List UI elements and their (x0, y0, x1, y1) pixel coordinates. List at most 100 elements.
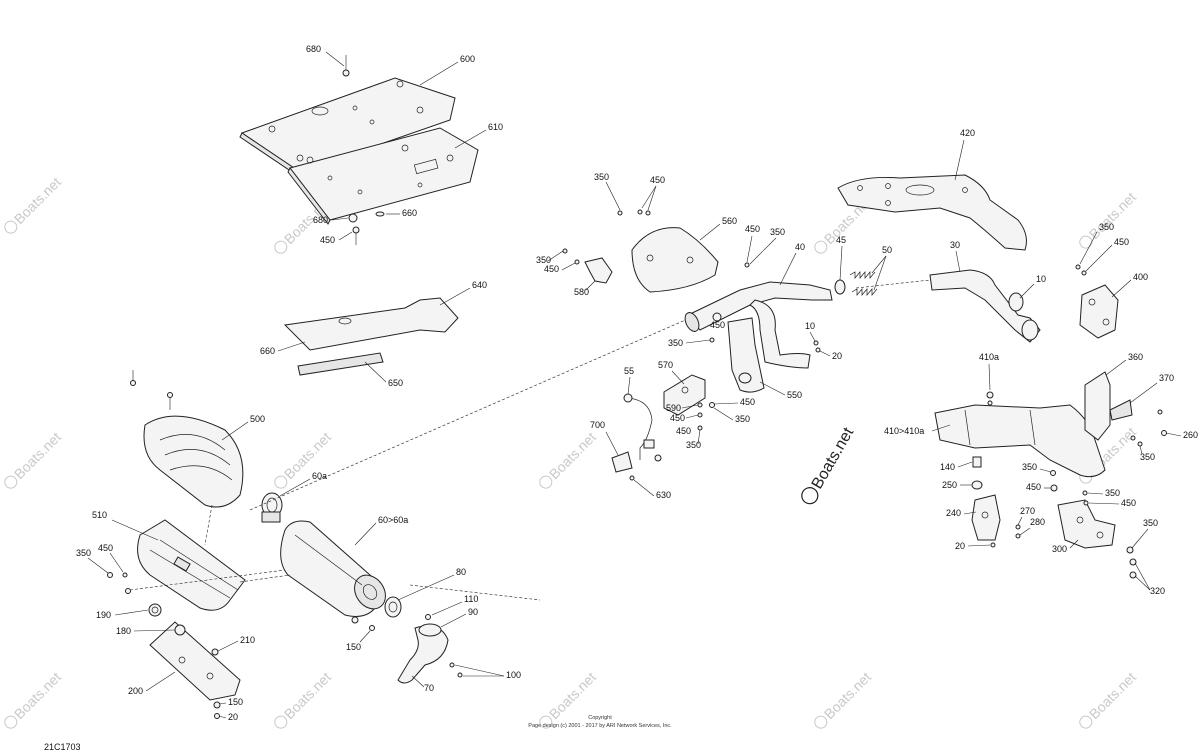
center-watermark: Boats.net (809, 424, 858, 492)
callout-680: 680 (306, 44, 321, 54)
bracket-200 (107, 572, 241, 719)
head-pipe-40 (684, 279, 846, 369)
callout-100: 100 (506, 670, 521, 680)
callout-410-410a: 410>410a (884, 426, 924, 436)
plate-fasteners (342, 55, 385, 245)
callout-140: 140 (940, 462, 955, 472)
muffler-shield-510 (137, 519, 246, 611)
callout-250: 250 (942, 480, 957, 490)
callout-350-u: 350 (1105, 488, 1120, 498)
diagram-code: 21C1703 (44, 742, 81, 752)
callout-400: 400 (1133, 272, 1148, 282)
heat-shield-410 (934, 391, 1106, 478)
callout-300: 300 (1052, 544, 1067, 554)
watermark-text: Boats.net (546, 429, 599, 482)
copyright-line1: Copyright (588, 715, 612, 721)
muffler-60 (280, 520, 402, 631)
watermark-text: Boats.net (281, 669, 334, 722)
callout-10-r: 10 (1036, 274, 1046, 284)
assembly-lines (129, 279, 931, 601)
callout-200: 200 (128, 686, 143, 696)
callout-350-t: 350 (1022, 462, 1037, 472)
callout-320: 320 (1150, 586, 1165, 596)
callout-560: 560 (722, 216, 737, 226)
callout-420: 420 (960, 128, 975, 138)
bracket-580 (562, 248, 613, 284)
callout-610: 610 (488, 122, 503, 132)
callout-30: 30 (950, 240, 960, 250)
callout-630: 630 (656, 490, 671, 500)
watermark-text: Boats.net (11, 174, 64, 227)
callout-450-a: 450 (650, 175, 665, 185)
callout-55: 55 (624, 366, 634, 376)
callout-450-h: 450 (740, 397, 755, 407)
callout-350-v: 350 (1143, 518, 1158, 528)
callout-450-d: 450 (544, 264, 559, 274)
callout-450-l: 450 (98, 543, 113, 553)
callout-590: 590 (666, 403, 681, 413)
callouts-right: 420 350 450 400 410a 360 370 410>410a 26… (884, 128, 1198, 596)
callouts-bottom-left: 510 350 450 190 180 210 200 150 20 (76, 510, 255, 722)
muffler-shield-500 (130, 370, 244, 508)
callout-500: 500 (250, 414, 265, 424)
callout-280: 280 (1030, 517, 1045, 527)
skid-plate-610 (287, 127, 479, 225)
callout-60a: 60a (312, 471, 327, 481)
callout-350-d: 350 (536, 255, 551, 265)
watermark-text: Boats.net (1086, 189, 1139, 242)
callout-600: 600 (460, 54, 475, 64)
callouts-muffler: 60>60a 80 110 90 150 100 70 (346, 515, 521, 693)
copyright-line2: Page design (c) 2001 - 2017 by ARI Netwo… (528, 723, 672, 729)
callout-20-r: 20 (955, 541, 965, 551)
callout-350-e: 350 (668, 338, 683, 348)
mount-parts (971, 456, 1137, 579)
o2-sensor-55 (623, 393, 662, 462)
heat-guard-560 (617, 209, 750, 293)
heat-shield-640 (283, 297, 459, 376)
callout-350-s: 350 (1140, 452, 1155, 462)
callout-70: 70 (424, 683, 434, 693)
callout-350-g: 350 (686, 440, 701, 450)
callout-350-h: 350 (735, 414, 750, 424)
callout-450-g: 450 (676, 426, 691, 436)
callout-150-l: 150 (228, 697, 243, 707)
callout-350-a: 350 (594, 172, 609, 182)
callout-240: 240 (946, 508, 961, 518)
callout-450-f: 450 (670, 413, 685, 423)
callout-80: 80 (456, 567, 466, 577)
callouts-shield: 640 660 650 (260, 280, 487, 388)
heat-shield-550 (727, 317, 821, 393)
tailpipe-70 (397, 614, 463, 684)
callout-450-e: 450 (710, 320, 725, 330)
callout-60-60a: 60>60a (378, 515, 408, 525)
callout-350-c: 350 (770, 227, 785, 237)
pipe-30 (929, 269, 1041, 343)
watermark-text: Boats.net (11, 429, 64, 482)
callout-660-b: 660 (402, 208, 417, 218)
callout-180: 180 (116, 626, 131, 636)
callout-450-r: 450 (1114, 237, 1129, 247)
callout-270: 270 (1020, 506, 1035, 516)
callout-350-r: 350 (1099, 222, 1114, 232)
callout-450-t: 450 (1026, 482, 1041, 492)
heat-shield-420 (837, 174, 1027, 251)
callout-90: 90 (468, 607, 478, 617)
bracket-360 (1084, 371, 1167, 447)
callout-260: 260 (1183, 430, 1198, 440)
callout-450-b: 450 (320, 235, 335, 245)
watermark-text: Boats.net (1086, 669, 1139, 722)
callout-190: 190 (96, 610, 111, 620)
callout-210: 210 (240, 635, 255, 645)
callout-510: 510 (92, 510, 107, 520)
callout-450-c: 450 (745, 224, 760, 234)
callouts-center: 350 450 560 450 350 350 450 580 40 45 50… (536, 172, 1046, 400)
callouts-skid: 680 600 610 680 660 450 (306, 44, 503, 245)
bracket-700 (611, 451, 635, 481)
callout-20-l: 20 (228, 712, 238, 722)
callout-350-l: 350 (76, 548, 91, 558)
callout-580: 580 (574, 287, 589, 297)
callout-110: 110 (464, 594, 478, 604)
watermark-text: Boats.net (11, 669, 64, 722)
callout-20-m: 20 (832, 351, 842, 361)
